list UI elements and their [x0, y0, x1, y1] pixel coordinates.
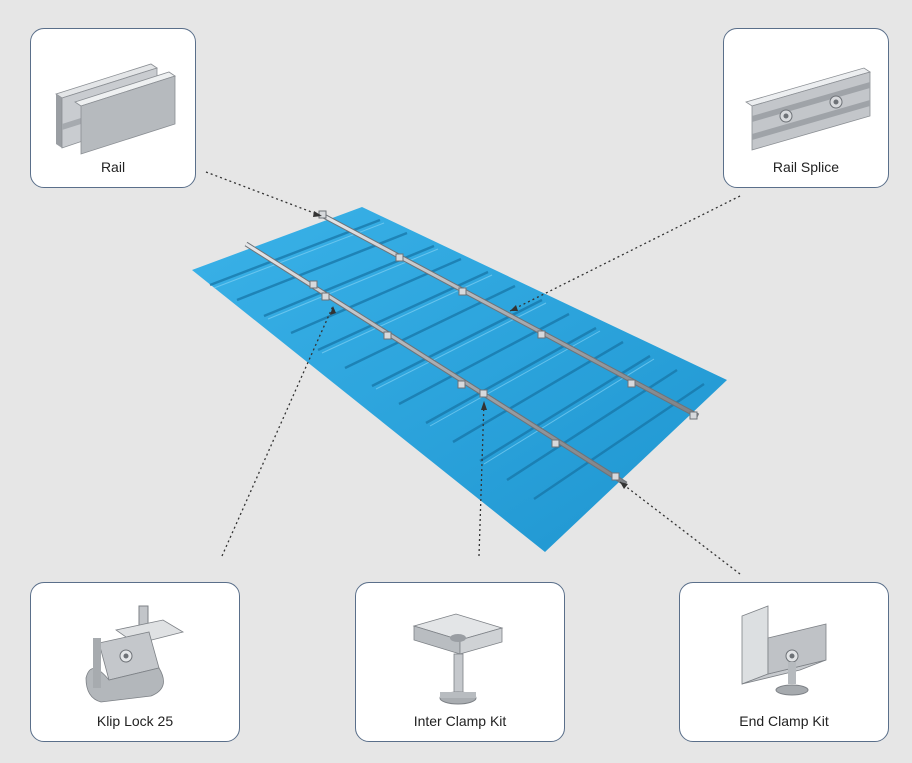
rail-splice-image [745, 67, 871, 151]
inter-clamp-label: Inter Clamp Kit [413, 713, 507, 729]
connector-inter-clamp [478, 400, 485, 557]
inter-clamp-card[interactable]: Inter Clamp Kit [355, 582, 565, 742]
end-clamp-label: End Clamp Kit [739, 713, 829, 729]
connector-end-clamp [619, 481, 741, 575]
inter-clamp-image [412, 613, 504, 705]
connector-lines [205, 171, 741, 575]
end-clamp-image [741, 605, 827, 696]
rail-label: Rail [100, 159, 126, 175]
klip-lock-image [85, 605, 185, 703]
connector-klip-lock [221, 305, 334, 557]
rail-card[interactable]: Rail [30, 28, 196, 188]
end-clamp-card[interactable]: End Clamp Kit [679, 582, 889, 742]
klip-lock-card[interactable]: Klip Lock 25 [30, 582, 240, 742]
rail-image [55, 63, 176, 155]
rail-splice-label: Rail Splice [772, 159, 840, 175]
rail-splice-card[interactable]: Rail Splice [723, 28, 889, 188]
connector-rail [205, 171, 323, 217]
klip-lock-label: Klip Lock 25 [96, 713, 174, 729]
